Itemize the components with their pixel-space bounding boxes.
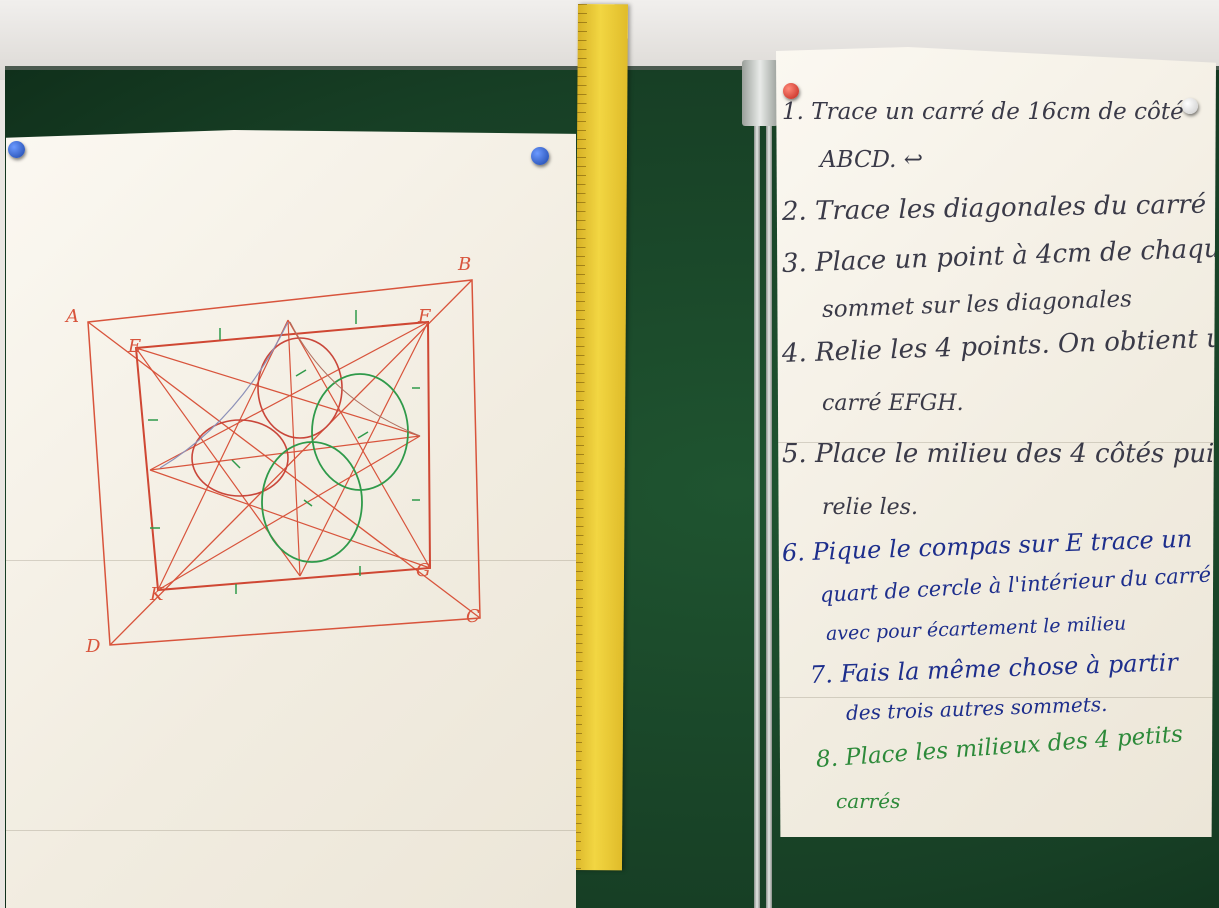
step-8-line-2: carrés [836,789,901,813]
paper-crease [776,697,1216,698]
magnet-red [783,83,799,99]
paper-crease [6,560,576,561]
paper-crease [776,442,1216,443]
step-6-line-3: avec pour écartement le milieu [825,612,1127,645]
step-6-line-2: quart de cercle à l'intérieur du carré [819,562,1212,607]
stand-clamp [742,60,778,126]
step-4-line-1: 4. Relie les 4 points. On obtient un [781,323,1219,369]
step-1-line-2: ABCD. ↩ [820,147,924,173]
stand-rail-left [754,60,760,908]
step-2: 2. Trace les diagonales du carré [781,189,1207,227]
magnet-blue [531,147,549,165]
step-6-line-1: 6. Pique le compas sur E trace un [781,524,1193,567]
magnet-white [1182,98,1198,114]
yellow-ruler [571,4,628,871]
step-7-line-1: 7. Fais la même chose à partir [809,648,1179,689]
stand-rail-right [766,60,772,908]
step-5-line-2: relie les. [822,495,918,520]
paper-crease [6,830,576,831]
magnet-blue [8,141,25,158]
drawing-sheet [6,130,576,908]
step-3-line-2: sommet sur les diagonales [821,286,1133,323]
instruction-sheet: 1. Trace un carré de 16cm de côté ABCD. … [776,47,1216,837]
metal-stand [742,60,782,908]
step-5-line-1: 5. Place le milieu des 4 côtés puis [782,439,1219,469]
ruler-ticks [571,4,628,871]
step-8-line-1: 8. Place les milieux des 4 petits [815,721,1184,773]
step-3-line-1: 3. Place un point à 4cm de chaque [781,233,1219,279]
step-4-line-2: carré EFGH. [822,391,964,416]
step-1-line-1: 1. Trace un carré de 16cm de côté [782,99,1184,125]
